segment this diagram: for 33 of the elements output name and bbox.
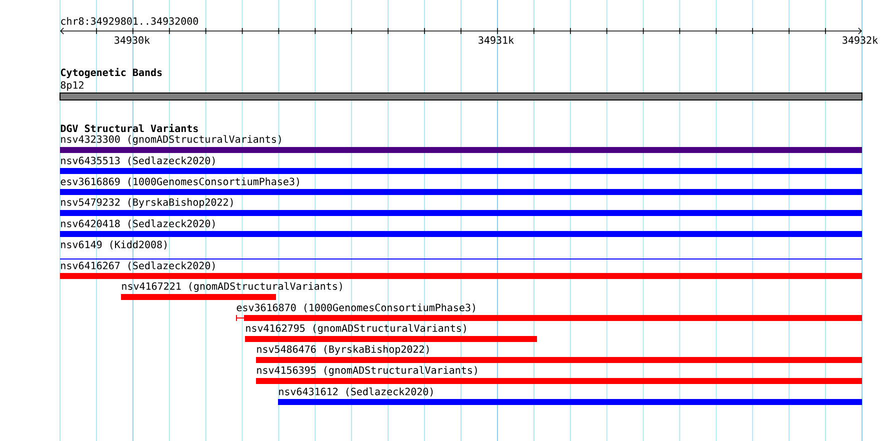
variant-bar: nsv4323300 (gnomADStructuralVariants) xyxy=(60,135,862,153)
variant-bar: nsv5479232 (ByrskaBishop2022) xyxy=(60,198,862,216)
node-label: nsv4162795 (gnomADStructuralVariants) xyxy=(246,324,466,334)
variant-bar: nsv4162795 (gnomADStructuralVariants) xyxy=(245,324,537,342)
node-label: nsv6431612 (Sedlazeck2020) xyxy=(279,388,433,396)
variant-bar: nsv6420418 (Sedlazeck2020) xyxy=(60,220,862,237)
node-label: nsv6435513 (Sedlazeck2020) xyxy=(61,156,215,166)
node-label: 8p12 xyxy=(60,81,84,91)
tick-label: 34932k xyxy=(842,36,878,44)
track-title: Cytogenetic Bands xyxy=(60,68,162,78)
coordinate-label: chr8:34929801..34932000 xyxy=(61,17,198,25)
node-label: nsv5479232 (ByrskaBishop2022) xyxy=(61,198,233,208)
node-label: nsv6420418 (Sedlazeck2020) xyxy=(61,220,215,228)
node-label: nsv5486476 (ByrskaBishop2022) xyxy=(257,345,429,355)
variant-bar: nsv4156395 (gnomADStructuralVariants) xyxy=(256,366,862,384)
chromosome-band: 8p12 xyxy=(60,81,863,100)
tick-label: 34931k xyxy=(478,36,514,44)
variant-bar: nsv4167221 (gnomADStructuralVariants) xyxy=(121,282,342,300)
variant-bar: nsv6435513 (Sedlazeck2020) xyxy=(60,156,862,174)
node-label: esv3616870 (1000GenomesConsortiumPhase3) xyxy=(236,304,475,312)
node-label: nsv4156395 (gnomADStructuralVariants) xyxy=(257,366,477,376)
variant-bar: nsv5486476 (ByrskaBishop2022) xyxy=(256,345,862,363)
variant-bar: nsv6431612 (Sedlazeck2020) xyxy=(278,388,862,405)
variant-bar: esv3616870 (1000GenomesConsortiumPhase3) xyxy=(236,304,862,322)
node-label: esv3616869 (1000GenomesConsortiumPhase3) xyxy=(60,178,299,186)
node-label: nsv6416267 (Sedlazeck2020) xyxy=(61,262,215,270)
variant-bar: nsv6149 (Kidd2008) xyxy=(60,240,863,260)
variant-bar: nsv6416267 (Sedlazeck2020) xyxy=(60,262,862,279)
tick-label: 34930k xyxy=(114,36,150,44)
variant-bar: esv3616869 (1000GenomesConsortiumPhase3) xyxy=(60,178,862,195)
node-label: nsv4323300 (gnomADStructuralVariants) xyxy=(61,135,281,145)
node-label: nsv4167221 (gnomADStructuralVariants) xyxy=(122,282,342,292)
track-title: DGV Structural Variants xyxy=(60,124,198,132)
